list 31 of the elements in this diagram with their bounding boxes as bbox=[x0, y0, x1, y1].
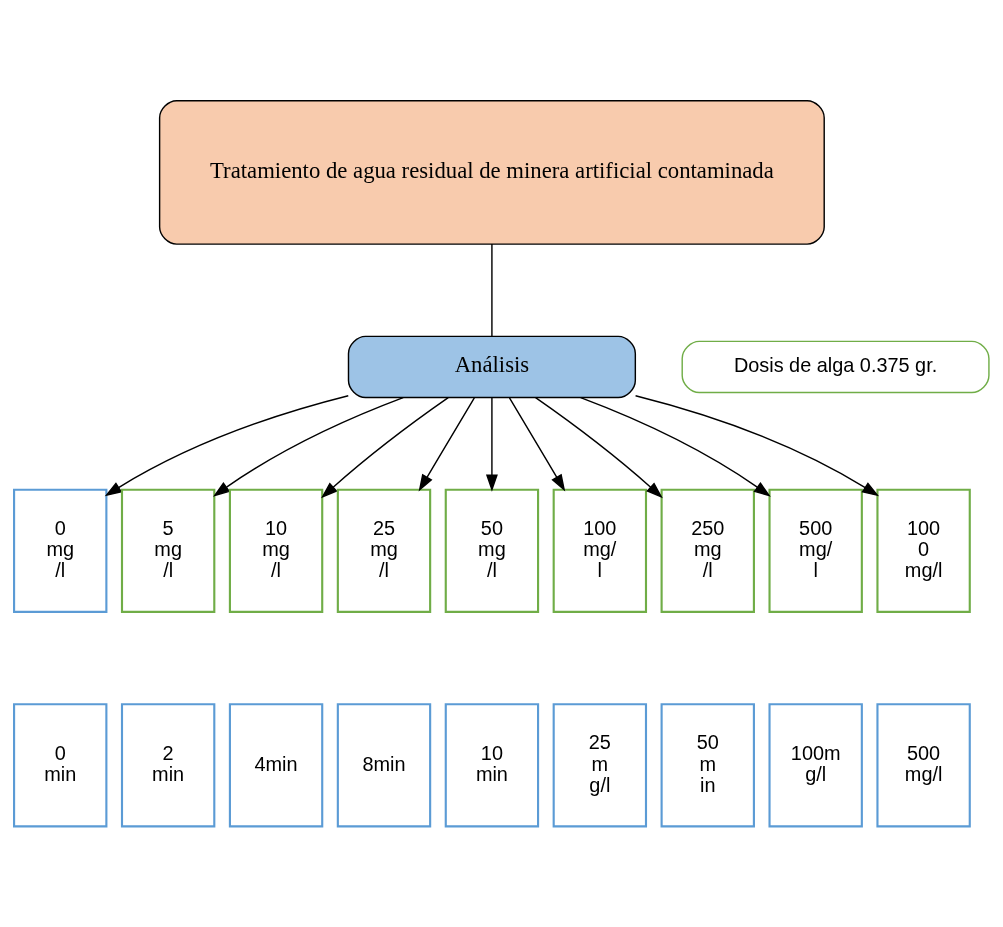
arrow bbox=[534, 396, 663, 499]
node-box: 10 mg /l bbox=[228, 488, 324, 613]
node-box: 0 mg /l bbox=[13, 488, 108, 613]
node-box: 10 min bbox=[444, 703, 540, 828]
arrow bbox=[418, 397, 476, 492]
node-box: 4min bbox=[228, 703, 324, 828]
node-box: Dosis de alga 0.375 gr. bbox=[681, 340, 990, 394]
node-box: 500 mg/ l bbox=[768, 488, 863, 613]
node-box: 25 mg /l bbox=[336, 488, 432, 613]
node-box: 50 m in bbox=[660, 703, 755, 828]
arrow bbox=[104, 395, 349, 497]
node-box: 25 m g/l bbox=[552, 703, 648, 828]
arrow bbox=[634, 395, 880, 497]
node-box: 8min bbox=[336, 703, 432, 828]
node-box: 0 min bbox=[13, 703, 108, 828]
arrow bbox=[213, 396, 404, 497]
node-box: 50 mg /l bbox=[444, 488, 540, 613]
node-box: Análisis bbox=[347, 335, 637, 399]
node-box: 2 min bbox=[120, 703, 216, 828]
node-box: 100 mg/ l bbox=[552, 488, 648, 613]
node-box: 100m g/l bbox=[768, 703, 863, 828]
arrow bbox=[321, 396, 449, 499]
connector bbox=[491, 243, 493, 337]
node-box: 500 mg/l bbox=[876, 703, 971, 828]
node-box: 250 mg /l bbox=[660, 488, 755, 613]
arrow bbox=[579, 396, 771, 497]
arrow bbox=[485, 397, 498, 492]
arrow bbox=[508, 397, 566, 492]
node-box: Tratamiento de agua residual de minera artificial contaminada bbox=[158, 99, 825, 245]
node-box: 5 mg /l bbox=[120, 488, 216, 613]
node-box: 100 0 mg/l bbox=[876, 488, 971, 613]
